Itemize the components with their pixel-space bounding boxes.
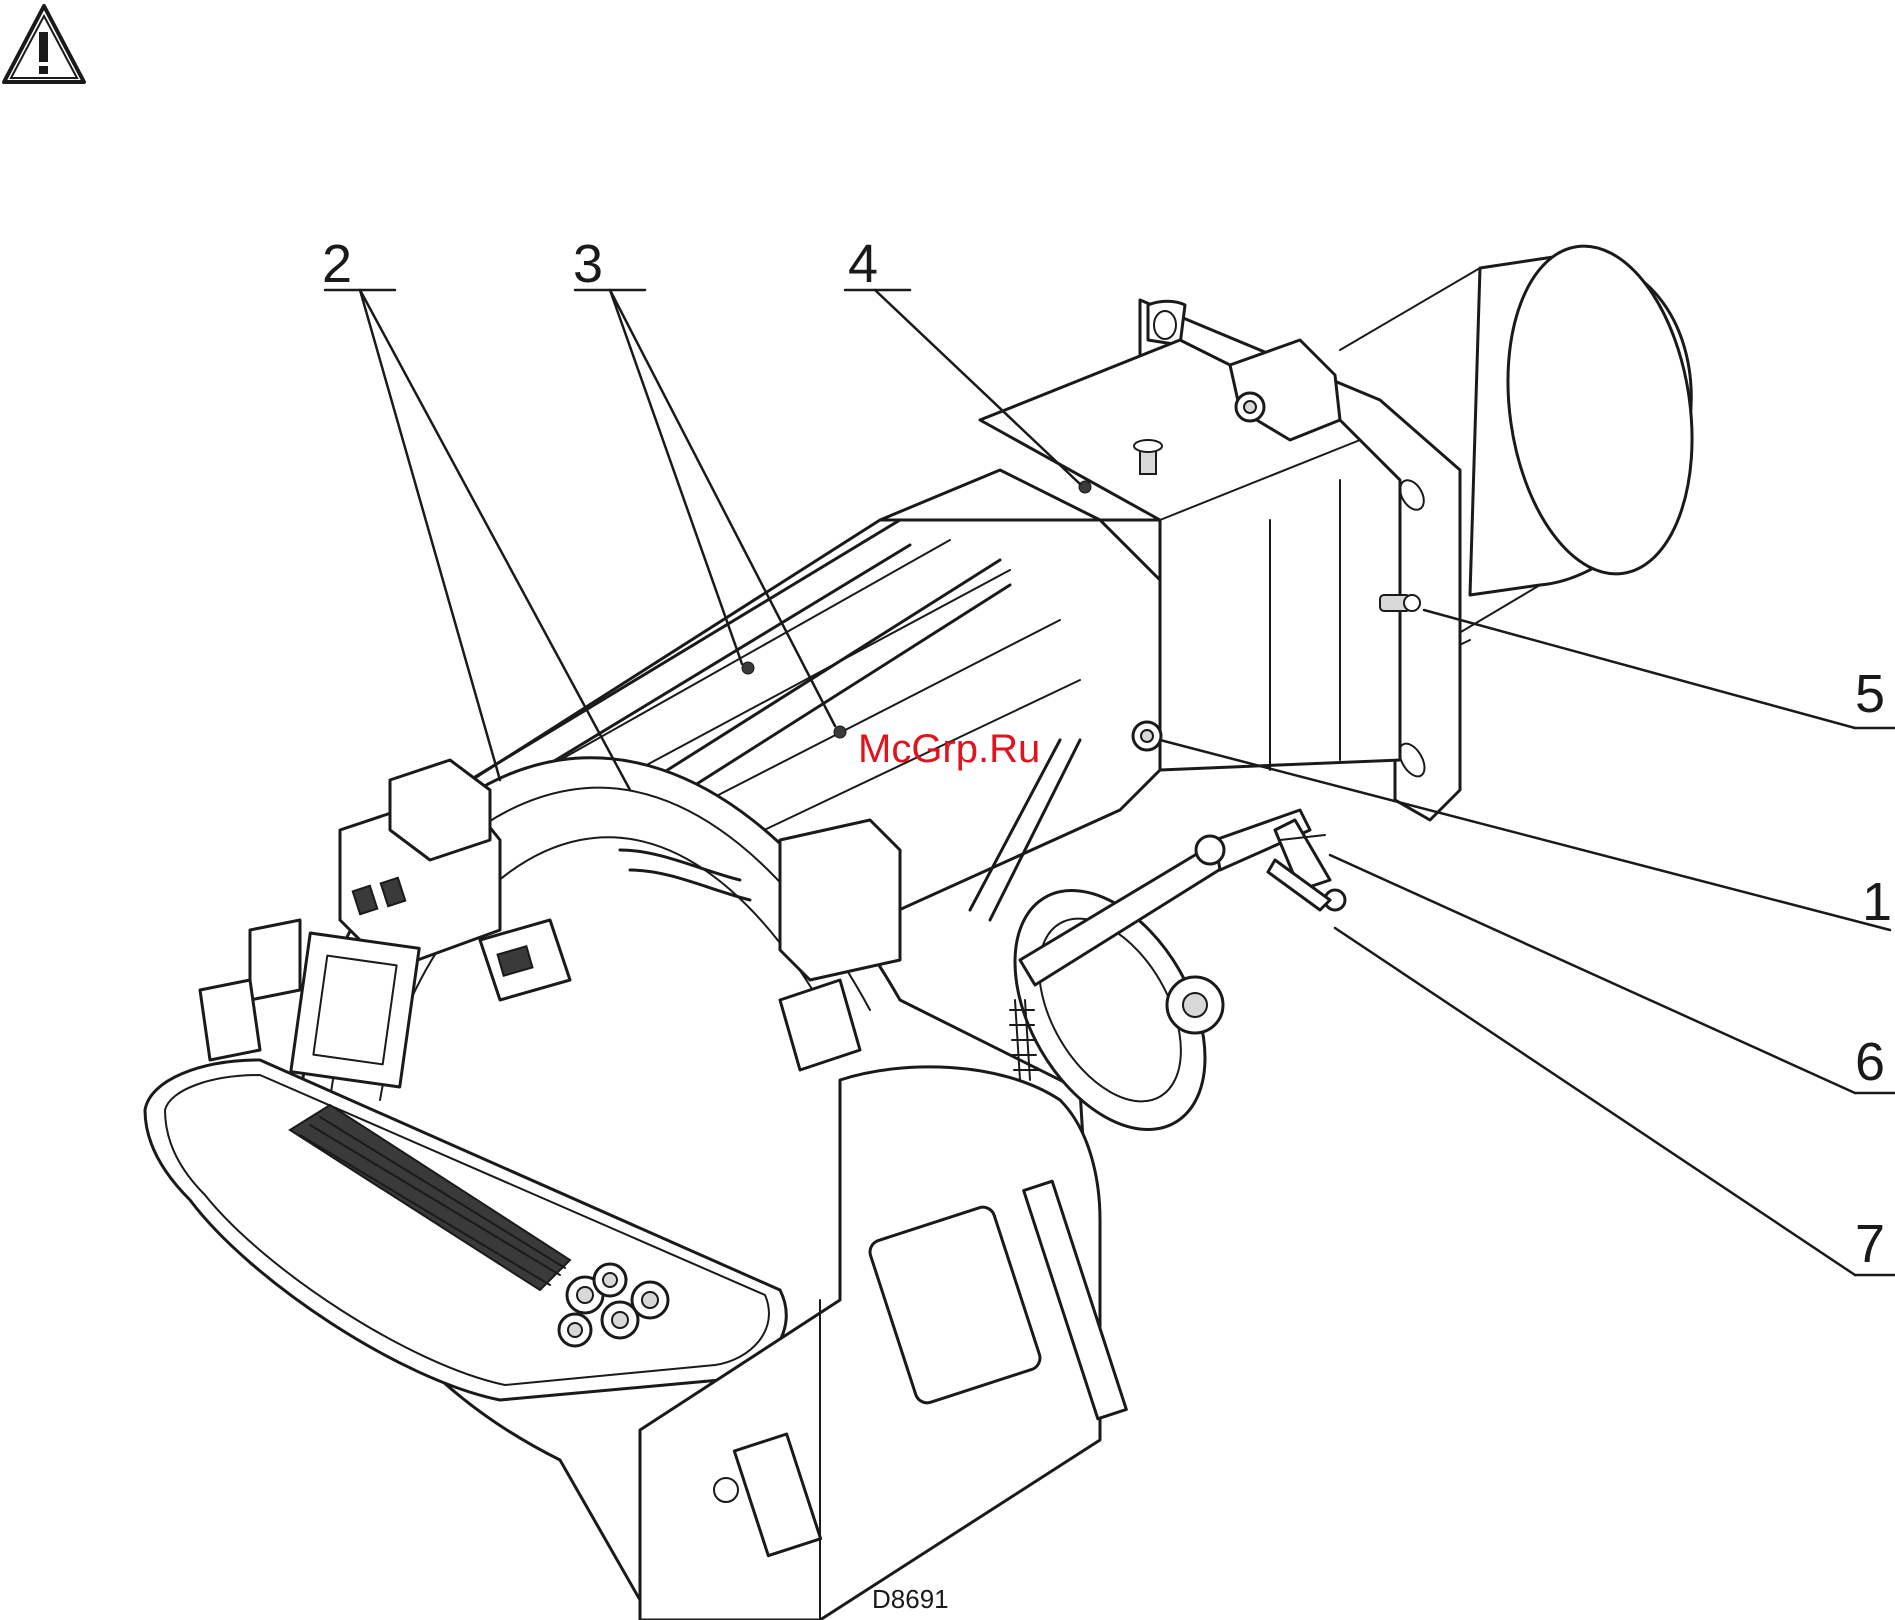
callout-7: 7 — [1855, 1214, 1885, 1274]
callout-4: 4 — [848, 234, 878, 294]
watermark-text: McGrp.Ru — [858, 727, 1040, 771]
callout-2: 2 — [322, 234, 352, 294]
warning-triangle-icon — [4, 6, 84, 82]
drawing-code: D8691 — [872, 1584, 949, 1614]
callout-6: 6 — [1855, 1032, 1885, 1092]
pressure-nipple — [1380, 595, 1420, 611]
callout-1: 1 — [1862, 872, 1892, 932]
callout-3: 3 — [573, 234, 603, 294]
burner-illustration — [145, 234, 1712, 1620]
callout-5: 5 — [1855, 664, 1885, 724]
